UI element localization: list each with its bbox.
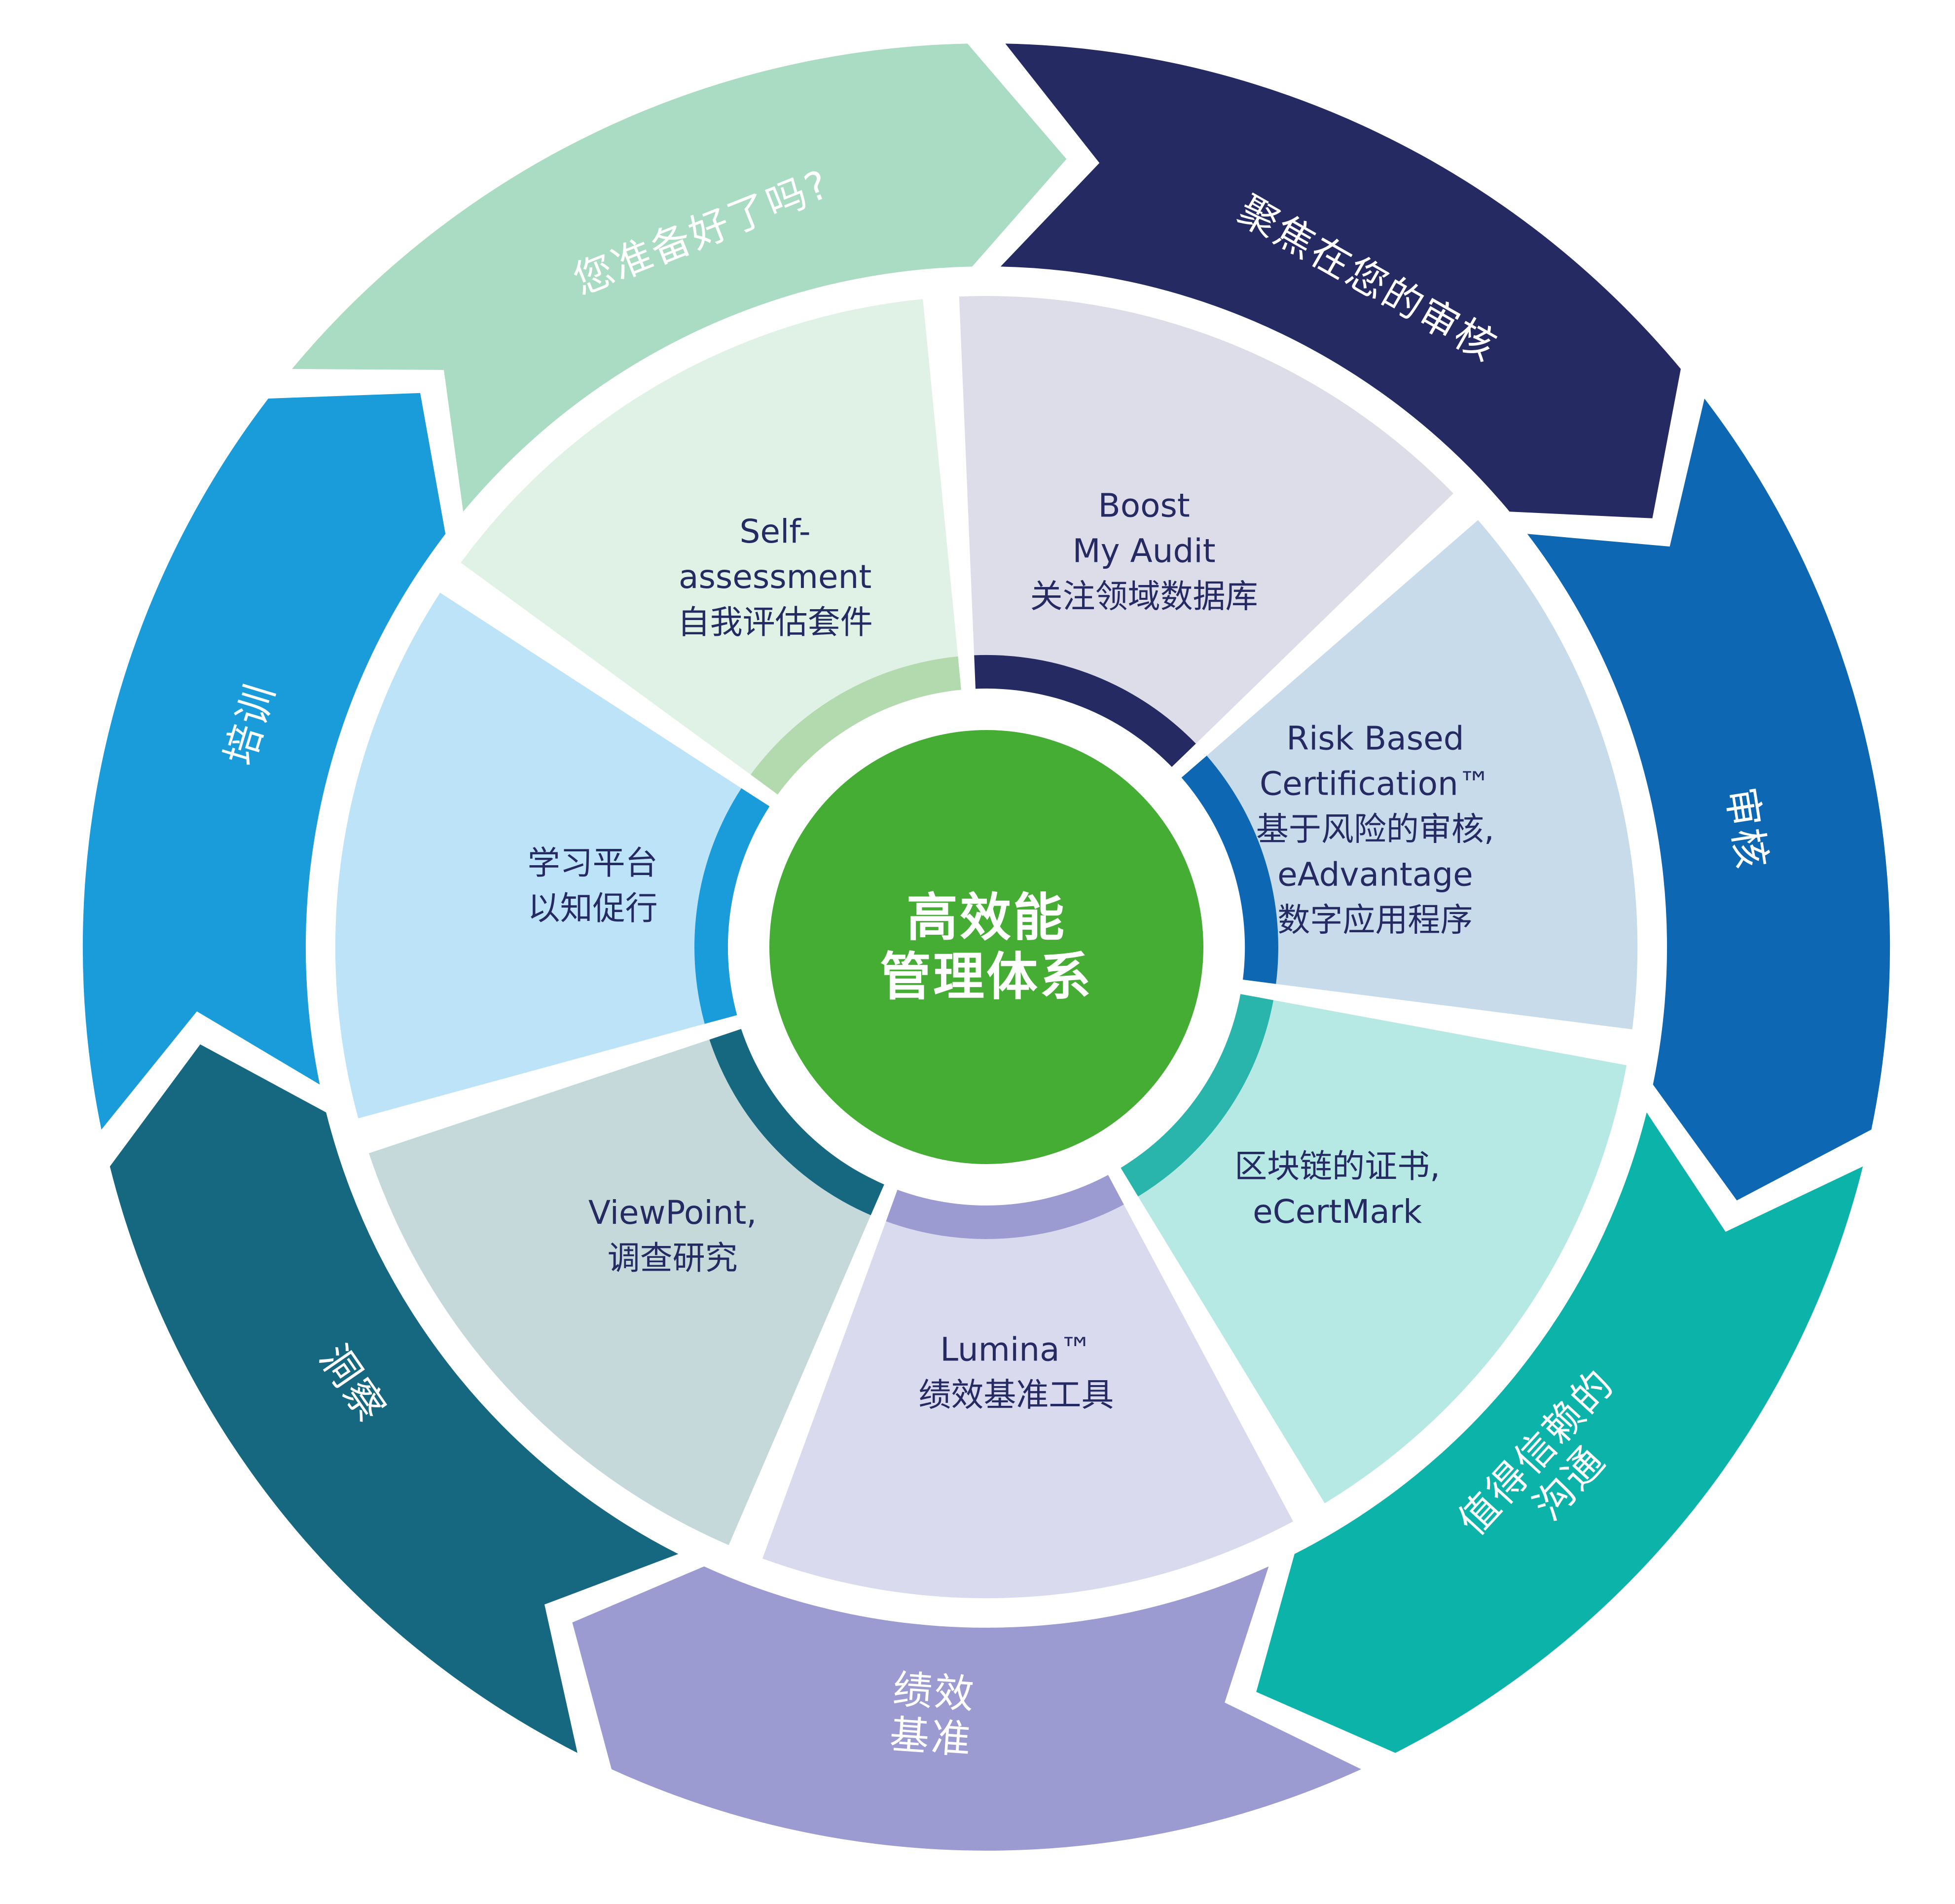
outer-segment-performance-benchmarking: [572, 1566, 1361, 1851]
outer-segment-training: [82, 393, 446, 1130]
inner-label-learning-platform-line-1: 学习平台: [528, 844, 658, 882]
inner-label-risk-based-certification-line-2: Certification™: [1260, 765, 1491, 803]
outer-segment-audit: [1527, 399, 1890, 1201]
inner-segment-band-boost-my-audit: [974, 655, 1196, 767]
inner-label-boost-my-audit-line-1: Boost: [1098, 487, 1190, 525]
outer-label-performance-benchmarking-line-1: 绩效: [891, 1666, 977, 1718]
inner-segment-band-risk-based-certification: [1181, 756, 1278, 984]
center-label-line-2: 管理体系: [880, 947, 1093, 1007]
inner-label-self-assessment-line-1: Self-: [739, 513, 810, 550]
inner-label-risk-based-certification-line-3: 基于风险的审核,: [1256, 810, 1494, 848]
outer-segment-focus-on-your-audit: [1000, 43, 1681, 518]
inner-label-blockchain-certificates-line-1: 区块链的证书,: [1234, 1147, 1440, 1185]
outer-label-performance-benchmarking: 绩效基准: [888, 1666, 977, 1763]
center-label-line-1: 高效能: [906, 887, 1066, 948]
inner-segment-risk-based-certification: [1206, 520, 1638, 1029]
inner-label-viewpoint: ViewPoint, 调查研究: [588, 1194, 757, 1277]
inner-segment-self-assessment: [461, 299, 958, 775]
inner-label-risk-based-certification-line-5: 数字应用程序: [1277, 901, 1473, 939]
inner-label-blockchain-certificates: 区块链的证书, eCertMark: [1234, 1147, 1440, 1231]
inner-label-risk-based-certification-line-1: Risk Based: [1286, 720, 1464, 758]
outer-segment-ready: [292, 43, 1067, 512]
inner-label-boost-my-audit: Boost My Audit 关注领域数据库: [1030, 487, 1258, 616]
inner-segment-band-viewpoint: [709, 1029, 884, 1215]
inner-label-self-assessment-line-2: assessment: [679, 558, 871, 596]
outer-segment-trusted-communication: [1256, 1112, 1863, 1753]
outer-label-performance-benchmarking-line-2: 基准: [888, 1712, 974, 1763]
inner-label-lumina: Lumina™ 绩效基准工具: [918, 1331, 1114, 1414]
inner-label-boost-my-audit-line-2: My Audit: [1073, 532, 1216, 570]
inner-label-viewpoint-line-1: ViewPoint,: [588, 1194, 757, 1232]
inner-label-boost-my-audit-line-3: 关注领域数据库: [1030, 578, 1258, 616]
inner-segment-blockchain-certificates: [1138, 1000, 1627, 1503]
inner-segment-band-learning-platform: [694, 788, 770, 1024]
inner-label-self-assessment: Self-assessment 自我评估套件: [678, 513, 873, 641]
inner-segment-lumina: [762, 1205, 1293, 1599]
inner-segment-boost-my-audit: [959, 296, 1453, 744]
inner-segment-band-blockchain-certificates: [1121, 994, 1273, 1197]
inner-label-learning-platform-line-2: 以知促行: [528, 889, 658, 927]
inner-segment-band-self-assessment: [751, 656, 961, 795]
inner-label-risk-based-certification-line-4: eAdvantage: [1277, 856, 1473, 894]
center-circle: [769, 730, 1203, 1164]
inner-label-blockchain-certificates-line-2: eCertMark: [1253, 1193, 1422, 1231]
inner-segment-viewpoint: [369, 1039, 871, 1545]
inner-segment-learning-platform: [335, 592, 742, 1119]
inner-label-viewpoint-line-2: 调查研究: [608, 1239, 738, 1277]
inner-segment-band-lumina: [886, 1175, 1124, 1239]
outer-segment-insight: [109, 1044, 679, 1753]
inner-label-lumina-line-2: 绩效基准工具: [918, 1376, 1114, 1414]
inner-label-lumina-line-1: Lumina™: [940, 1331, 1092, 1369]
inner-label-self-assessment-line-3: 自我评估套件: [678, 603, 873, 641]
